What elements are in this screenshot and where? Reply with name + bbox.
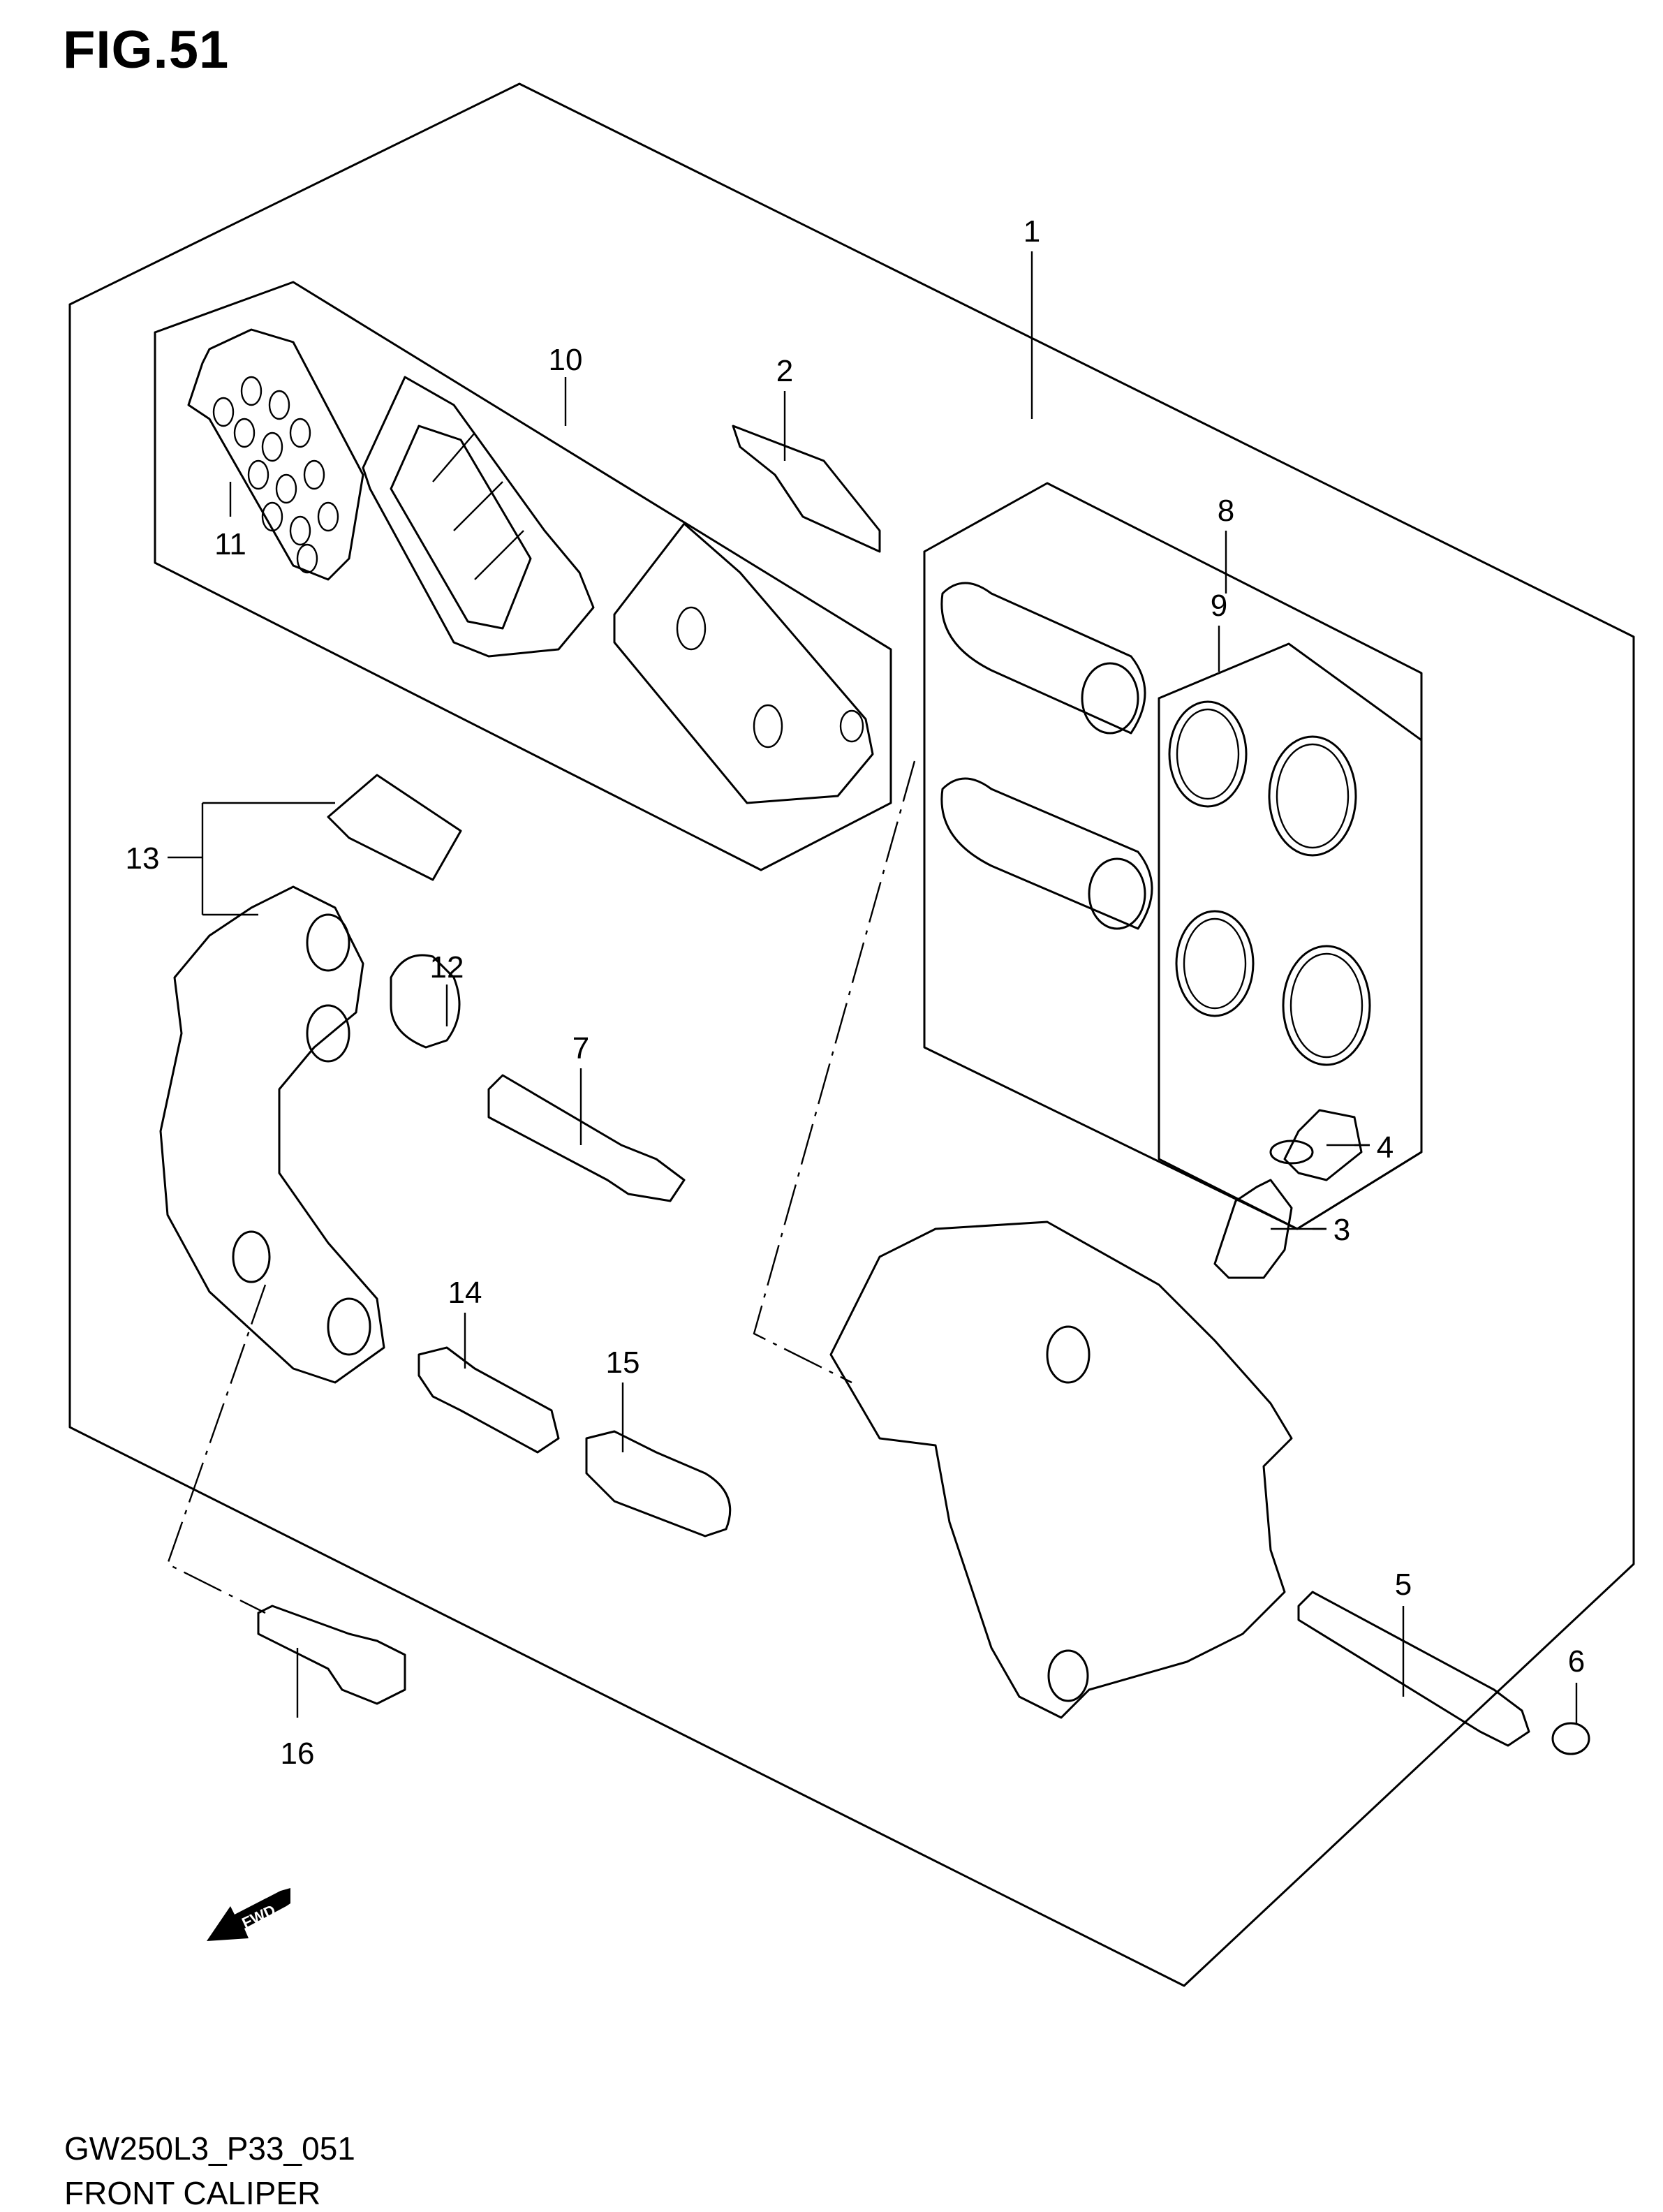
caliper-mount-hole (1046, 1325, 1091, 1384)
mounting-bolt (257, 1605, 406, 1705)
bracket-hole-bottom (327, 1297, 371, 1356)
callout-14[interactable]: 14 (448, 1276, 482, 1310)
caliper-bracket (159, 885, 385, 1384)
brake-pad-inner (613, 522, 874, 804)
seal-set-boundary (1158, 642, 1423, 1230)
pad-pin (1297, 1591, 1530, 1747)
bleeder-cap (1283, 1109, 1363, 1181)
callout-16[interactable]: 16 (281, 1737, 315, 1771)
bracket-hole-upper (306, 913, 350, 972)
callout-10[interactable]: 10 (549, 343, 583, 377)
callout-3[interactable]: 3 (1333, 1213, 1350, 1247)
pad-set-boundary (154, 281, 892, 871)
callout-13[interactable]: 13 (126, 841, 160, 876)
bleeder-valve (1213, 1179, 1293, 1279)
callout-9[interactable]: 9 (1211, 589, 1227, 623)
bracket-hole-lower (232, 1230, 271, 1283)
pin-boot (585, 1430, 732, 1538)
figure-caption: FRONT CALIPER (64, 2175, 321, 2211)
piston-set-boundary (923, 482, 1423, 1230)
callout-6[interactable]: 6 (1568, 1644, 1585, 1679)
callout-12[interactable]: 12 (430, 950, 464, 985)
pad-pin-plug (1551, 1722, 1590, 1755)
callout-1[interactable]: 1 (1023, 214, 1040, 249)
assembly-boundary (68, 82, 1635, 1987)
pad-spring (732, 425, 881, 553)
callout-4[interactable]: 4 (1377, 1130, 1394, 1165)
brake-pad-outer (362, 376, 595, 658)
bleeder-cap-washer (1269, 1140, 1314, 1165)
caliper-body (829, 1221, 1293, 1719)
drawing-code: GW250L3_P33_051 (64, 2130, 355, 2167)
callout-15[interactable]: 15 (606, 1345, 640, 1380)
callout-2[interactable]: 2 (776, 354, 793, 388)
caliper-lower-hole (1047, 1649, 1089, 1702)
callout-5[interactable]: 5 (1395, 1568, 1412, 1602)
callout-11[interactable]: 11 (214, 527, 246, 561)
forward-arrow-icon: FWD (207, 1888, 290, 1941)
slide-pin (487, 1074, 686, 1202)
callout-7[interactable]: 7 (572, 1031, 589, 1066)
pad-shim (187, 328, 364, 581)
callout-8[interactable]: 8 (1218, 494, 1234, 528)
piston-seals (1168, 700, 1371, 1066)
alignment-line-bolt (166, 1284, 267, 1614)
figure-title: FIG.51 (63, 20, 230, 80)
alignment-line-caliper (753, 760, 916, 1384)
pistons (940, 582, 1153, 930)
boot (390, 954, 461, 1049)
bracket-hole-mid (306, 1004, 350, 1063)
bracket-spring (327, 774, 462, 881)
leader-lines (168, 251, 1578, 1725)
bracket-pin (417, 1346, 560, 1454)
